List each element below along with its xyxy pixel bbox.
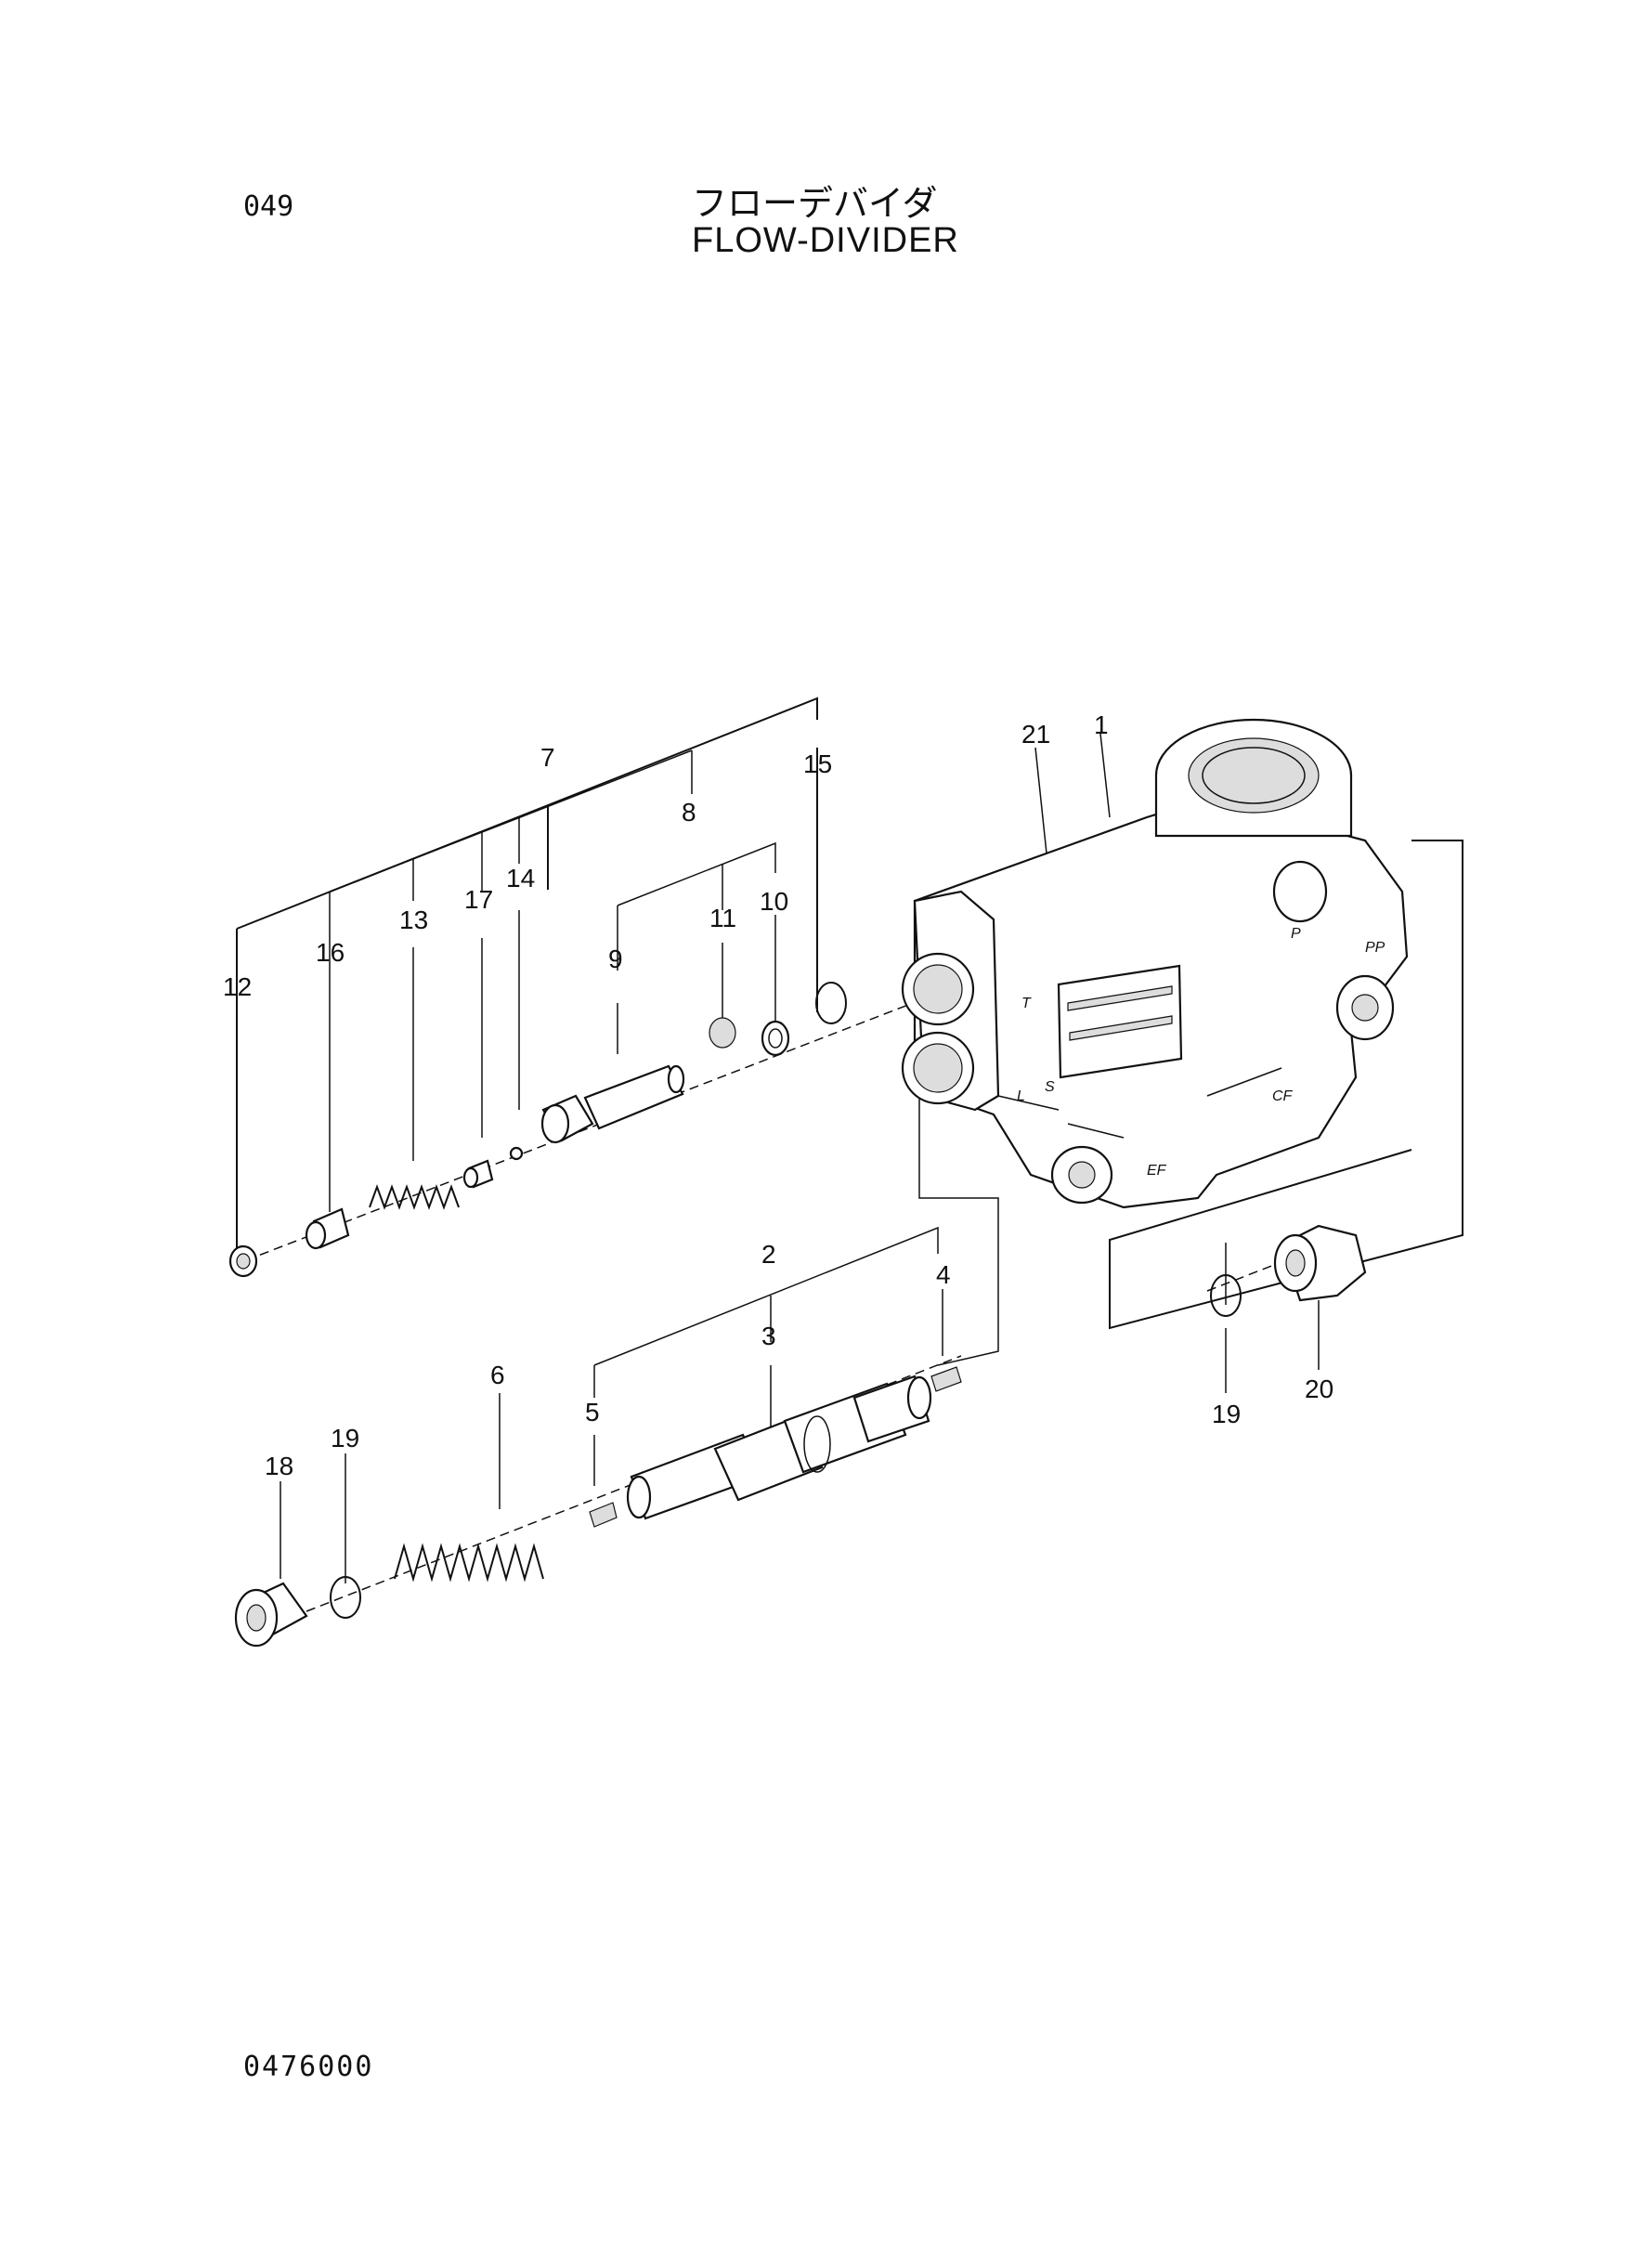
- port-label-s: S: [1045, 1079, 1055, 1095]
- callout-6: 6: [490, 1361, 505, 1389]
- plug-9: [540, 1064, 685, 1144]
- o-ring-19-right: [1210, 1274, 1242, 1317]
- drawing-code: 0476000: [243, 2051, 374, 2083]
- port-label-pp: PP: [1365, 940, 1385, 956]
- page-number: 049: [243, 190, 294, 223]
- callout-numbers: 1 2 3 4 5 6 7 8 9 10 11 12 13 14 15 16 1…: [223, 710, 1333, 1480]
- o-ring-19-left: [330, 1576, 361, 1619]
- callout-8: 8: [682, 798, 696, 827]
- plug-20: [1273, 1224, 1367, 1302]
- callout-18: 18: [265, 1452, 293, 1480]
- port-label-p: P: [1291, 926, 1301, 942]
- sleeve-16: [305, 1207, 350, 1250]
- o-ring-15: [815, 982, 847, 1024]
- callout-7: 7: [540, 743, 555, 772]
- port-label-t: T: [1021, 996, 1032, 1011]
- callout-16: 16: [316, 938, 345, 967]
- ring-10: [761, 1020, 790, 1057]
- callout-3: 3: [761, 1322, 776, 1350]
- callout-21: 21: [1021, 720, 1050, 749]
- spring-6: [394, 1543, 544, 1583]
- callout-17: 17: [464, 885, 493, 914]
- title-english: FLOW-DIVIDER: [692, 221, 959, 260]
- filter-11: [709, 1017, 736, 1049]
- screw-4: [930, 1366, 962, 1392]
- port-label-l: L: [1017, 1088, 1025, 1104]
- title-japanese: フローデバイダ: [692, 183, 938, 224]
- callout-19-right: 19: [1212, 1400, 1241, 1428]
- spool-3: [626, 1375, 932, 1520]
- plug-18: [234, 1582, 308, 1648]
- callout-20: 20: [1305, 1375, 1333, 1403]
- callout-10: 10: [760, 887, 788, 916]
- callout-4: 4: [936, 1260, 951, 1289]
- callout-13: 13: [399, 905, 428, 934]
- ball-14: [509, 1146, 524, 1161]
- callout-5: 5: [585, 1398, 600, 1427]
- callout-9: 9: [608, 945, 623, 973]
- callout-19-left: 19: [331, 1424, 359, 1453]
- spring-13: [369, 1184, 460, 1210]
- screw-5: [589, 1502, 618, 1528]
- valve-body: P PP T L S CF EF: [901, 718, 1409, 1209]
- port-label-ef: EF: [1147, 1163, 1167, 1179]
- callout-15: 15: [803, 749, 832, 778]
- poppet-17: [462, 1159, 494, 1189]
- port-label-cf: CF: [1272, 1088, 1294, 1104]
- callout-12: 12: [223, 972, 252, 1001]
- callout-1: 1: [1094, 710, 1109, 739]
- callout-11: 11: [709, 904, 736, 932]
- callout-14: 14: [506, 864, 535, 892]
- callout-2: 2: [761, 1240, 776, 1269]
- plug-12: [228, 1244, 258, 1278]
